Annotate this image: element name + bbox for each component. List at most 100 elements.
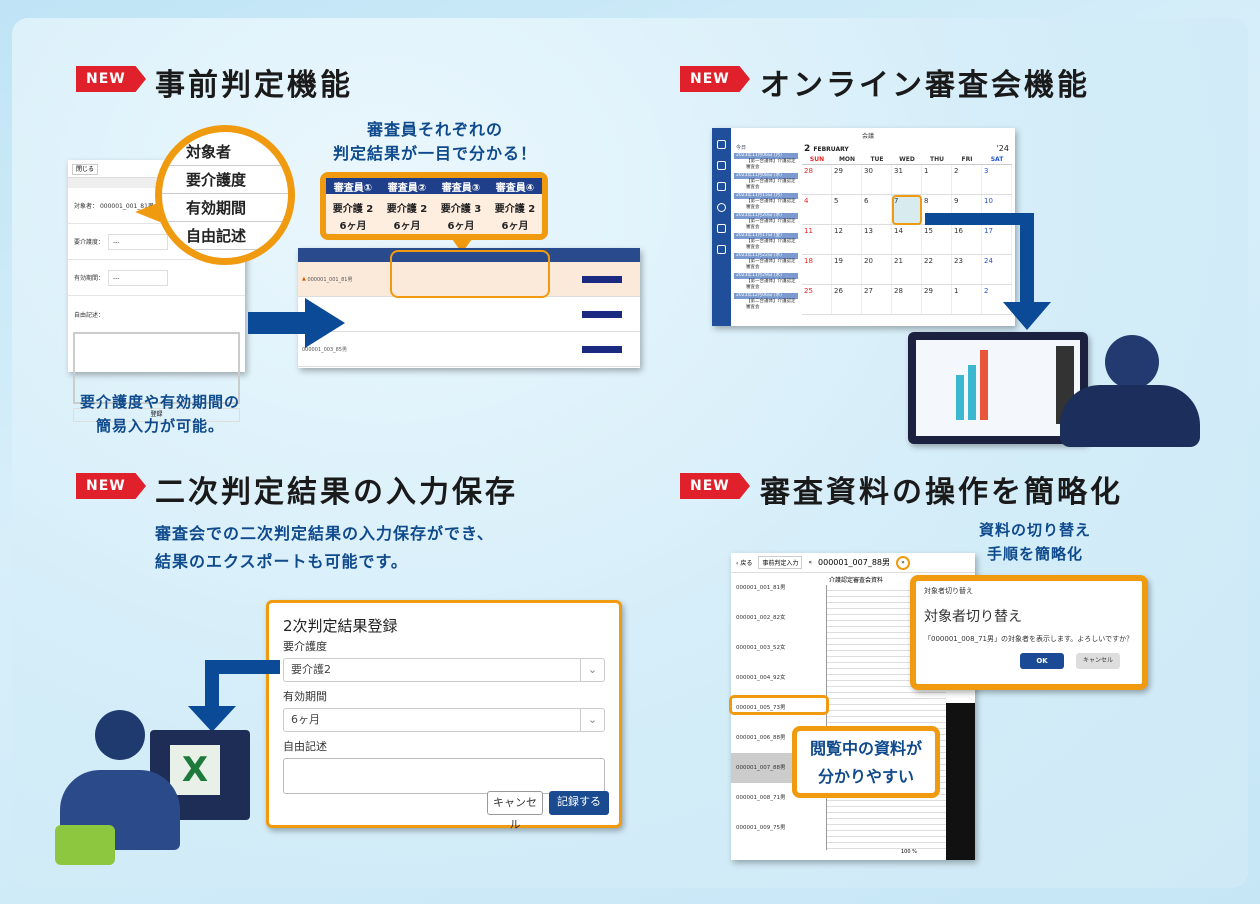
calendar-day[interactable]: 10: [982, 195, 1012, 224]
reviewer-name: 審査員③: [441, 182, 481, 194]
excel-icon: X: [170, 745, 220, 795]
calendar-day[interactable]: 31: [892, 165, 922, 194]
event-title[interactable]: 【第一合議体】介護認定審査会: [746, 279, 796, 290]
magnifier-item: 有効期間: [162, 194, 288, 222]
event-title[interactable]: 【第一合議体】介護認定審査会: [746, 239, 796, 250]
calendar-day[interactable]: 28: [802, 165, 832, 194]
calendar-day[interactable]: 16: [952, 225, 982, 254]
cancel-button[interactable]: キャンセル: [487, 791, 543, 831]
period-input[interactable]: ---: [108, 269, 169, 286]
star-icon[interactable]: [717, 224, 726, 233]
weekday-header: THU: [930, 156, 944, 163]
period-value: 6ヶ月: [291, 713, 320, 726]
calendar-day[interactable]: 13: [862, 225, 892, 254]
event-date[interactable]: 2023年11月20日 (水): [734, 213, 798, 219]
event-title[interactable]: 【第二合議体】介護認定審査会: [746, 299, 796, 310]
folder-icon[interactable]: [717, 182, 726, 191]
selected-event-highlight[interactable]: [892, 195, 922, 225]
calendar-day[interactable]: 2: [952, 165, 982, 194]
event-title[interactable]: 【第一合議体】介護認定審査会: [746, 199, 796, 210]
cancel-button[interactable]: キャンセル: [1076, 653, 1120, 669]
calendar-day[interactable]: 25: [802, 285, 832, 314]
calendar-day[interactable]: 8: [922, 195, 952, 224]
reviewer-care: 要介護 2: [494, 204, 536, 215]
calendar-day[interactable]: 22: [922, 255, 952, 284]
calendar-day[interactable]: 5: [832, 195, 862, 224]
period-select[interactable]: 6ヶ月⌄: [283, 708, 605, 732]
calendar-day[interactable]: 28: [892, 285, 922, 314]
care-select[interactable]: 要介護2⌄: [283, 658, 605, 682]
reviewer-period: 6ヶ月: [339, 221, 367, 232]
event-date[interactable]: 2023年11月22日 (水): [734, 253, 798, 259]
calendar-day[interactable]: 6: [862, 195, 892, 224]
calendar-day[interactable]: 1: [922, 165, 952, 194]
current-item-highlight: [729, 695, 829, 715]
today-link[interactable]: 今日: [736, 145, 747, 151]
tab-prejudgment[interactable]: 事前判定入力: [758, 556, 803, 569]
calendar-day[interactable]: 18: [802, 255, 832, 284]
register-button[interactable]: 登録: [73, 408, 240, 422]
home-icon[interactable]: [717, 140, 726, 149]
subject-list-item[interactable]: 000001_001_81男: [736, 585, 786, 591]
subject-list-item[interactable]: 000001_003_52女: [736, 645, 786, 651]
calendar-day[interactable]: 15: [922, 225, 952, 254]
event-date[interactable]: 2023年11月15日 (月): [734, 193, 798, 199]
back-button[interactable]: ‹ 戻る: [736, 560, 753, 567]
calendar-day[interactable]: 14: [892, 225, 922, 254]
calendar-day[interactable]: 26: [832, 285, 862, 314]
event-date[interactable]: 2023年11月06日 (月): [734, 153, 798, 159]
calendar-day[interactable]: 11: [802, 225, 832, 254]
event-date[interactable]: 2023年11月17日 (金): [734, 233, 798, 239]
event-title[interactable]: 【第一合議体】介護認定審査会: [746, 219, 796, 230]
event-date[interactable]: 2023年11月08日 (水): [734, 173, 798, 179]
weekday-header: TUE: [870, 156, 884, 163]
calendar-day[interactable]: 30: [862, 165, 892, 194]
calendar-day[interactable]: 9: [952, 195, 982, 224]
event-title[interactable]: 【第一合議体】介護認定審査会: [746, 159, 796, 170]
subject-list-item[interactable]: 000001_009_75男: [736, 825, 786, 831]
close-button[interactable]: 閉じる: [72, 164, 99, 175]
free-label: 自由記述：: [74, 311, 105, 319]
subject-list-item[interactable]: 000001_004_92女: [736, 675, 786, 681]
event-title[interactable]: 【第一合議体】介護認定審査会: [746, 259, 796, 270]
subject-list-item[interactable]: 000001_006_88男: [736, 735, 786, 741]
calendar-day[interactable]: 29: [922, 285, 952, 314]
calendar-day[interactable]: 3: [982, 165, 1012, 194]
calendar-day[interactable]: 21: [892, 255, 922, 284]
reviewer-name: 審査員①: [333, 182, 373, 194]
free-textarea[interactable]: [73, 332, 240, 404]
event-date[interactable]: 2023年12月06日 (水): [734, 293, 798, 299]
save-button[interactable]: 記録する: [549, 791, 609, 815]
calendar-day[interactable]: 19: [832, 255, 862, 284]
next-subject-button[interactable]: »: [896, 555, 911, 570]
calendar-day[interactable]: 27: [862, 285, 892, 314]
ok-button[interactable]: OK: [1020, 653, 1064, 669]
free-text-input[interactable]: [283, 758, 605, 794]
user-icon[interactable]: [717, 245, 726, 254]
event-date[interactable]: 2023年11月29日 (水): [734, 273, 798, 279]
calendar-day[interactable]: 1: [952, 285, 982, 314]
calendar-day[interactable]: 2: [982, 285, 1012, 314]
reviewer-care: 要介護 2: [386, 204, 428, 215]
subject-list-item[interactable]: 000001_005_73男: [736, 705, 786, 711]
check-icon[interactable]: [717, 203, 726, 212]
calendar-day[interactable]: 12: [832, 225, 862, 254]
callout-line: 分かりやすい: [817, 767, 914, 786]
subject-value: 000001_001_81男: [99, 203, 154, 210]
calendar-day[interactable]: 23: [952, 255, 982, 284]
calendar-day[interactable]: 20: [862, 255, 892, 284]
calendar-day[interactable]: 29: [832, 165, 862, 194]
chevron-down-icon: ⌄: [580, 659, 604, 681]
calendar-icon[interactable]: [717, 161, 726, 170]
subject-list-item[interactable]: 000001_008_71男: [736, 795, 786, 801]
calendar-day[interactable]: 17: [982, 225, 1012, 254]
calendar-day[interactable]: 4: [802, 195, 832, 224]
calendar-day[interactable]: 24: [982, 255, 1012, 284]
subject-list-item[interactable]: 000001_002_82女: [736, 615, 786, 621]
event-title[interactable]: 【第一合議体】介護認定審査会: [746, 179, 796, 190]
care-input[interactable]: ---: [108, 233, 169, 250]
prev-icon[interactable]: «: [808, 559, 813, 566]
